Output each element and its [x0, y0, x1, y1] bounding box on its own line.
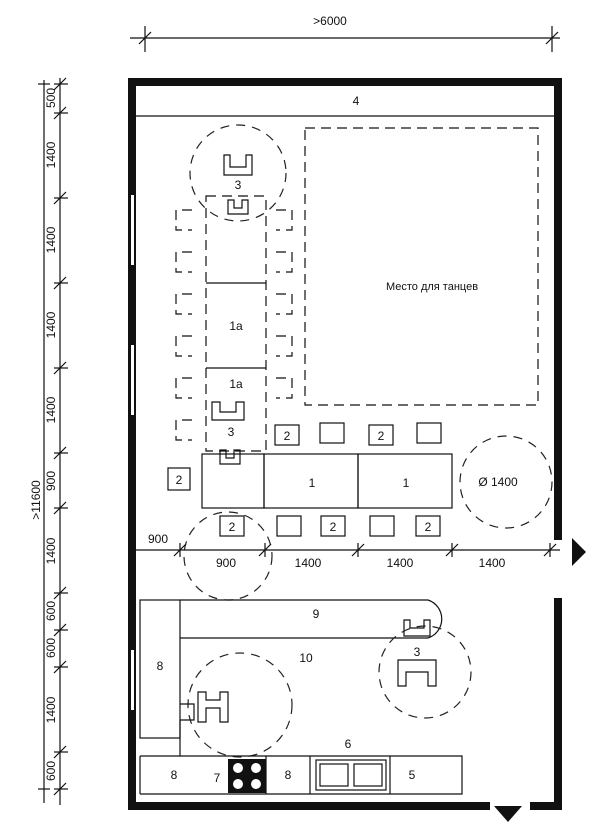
label-chair-top: 3	[235, 178, 242, 192]
circle-label: Ø 1400	[478, 475, 518, 489]
table-1a-upper: 1a	[229, 319, 243, 333]
chair-2-b: 2	[378, 429, 385, 443]
left-total-label: >11600	[29, 480, 43, 520]
left-seg-6: 900	[44, 471, 58, 491]
row-dim-2: 1400	[295, 556, 322, 570]
chairs-right-column	[276, 209, 293, 399]
left-seg-8: 600	[44, 601, 58, 621]
top-dimension: >6000	[130, 14, 560, 52]
chairs-left-column	[175, 209, 192, 441]
label-cabinet-mid: 8	[285, 768, 292, 782]
dance-area-label: Место для танцев	[386, 281, 478, 293]
left-dimension-chain: 500 1400 1400 1400 1400 900 1400 600 600…	[29, 77, 68, 805]
label-cabinet-bottom: 8	[171, 768, 178, 782]
main-tables: 1 1	[201, 453, 453, 509]
entrance-arrow-right	[572, 538, 586, 566]
long-table: 1a 1a	[205, 195, 267, 452]
left-seg-2: 1400	[44, 141, 58, 168]
chair-2-a: 2	[284, 429, 291, 443]
label-sink: 5	[409, 768, 416, 782]
entrance-arrow-bottom	[494, 806, 522, 822]
label-chair-bar: 3	[414, 645, 421, 659]
left-seg-11: 600	[44, 761, 58, 781]
label-counter: 6	[345, 737, 352, 751]
chairs-above-row: 2 2	[274, 422, 442, 446]
walls	[128, 78, 562, 810]
chairs-below-row: 2 2 2	[219, 515, 441, 537]
top-width-label: >6000	[313, 14, 347, 28]
label-bar: 9	[313, 607, 320, 621]
chair-2-side-label: 2	[176, 473, 183, 487]
table-1-b: 1	[403, 476, 410, 490]
label-stove-area: 7	[214, 771, 221, 785]
left-seg-1: 500	[44, 88, 58, 108]
row-dim-first: 900	[148, 532, 168, 546]
label-chair-mid: 3	[228, 425, 235, 439]
label-cabinet-left: 8	[157, 659, 164, 673]
label-zone-10: 10	[299, 651, 313, 665]
service-circle-left	[187, 652, 293, 758]
left-seg-3: 1400	[44, 226, 58, 253]
row-dimension: 900 900 1400 1400 1400	[136, 532, 560, 570]
service-circle-right	[378, 625, 472, 719]
row-dim-3: 1400	[387, 556, 414, 570]
row-dim-1: 900	[216, 556, 236, 570]
chair-3-top: 3	[189, 124, 287, 222]
left-seg-10: 1400	[44, 696, 58, 723]
round-table: Ø 1400	[459, 435, 553, 529]
row-dim-4: 1400	[479, 556, 506, 570]
chair-2-e: 2	[425, 520, 432, 534]
chair-2-c: 2	[229, 520, 236, 534]
dance-area	[304, 127, 539, 406]
chair-2-d: 2	[330, 520, 337, 534]
chair-3-middle: 3	[211, 401, 245, 465]
left-seg-9: 600	[44, 638, 58, 658]
chair-2-side	[167, 467, 191, 491]
left-seg-7: 1400	[44, 537, 58, 564]
left-seg-5: 1400	[44, 396, 58, 423]
table-1-a: 1	[309, 476, 316, 490]
table-1a-lower: 1a	[229, 377, 243, 391]
service-zone: 8 9 10 3 6 8 7 8 5	[139, 599, 472, 795]
left-seg-4: 1400	[44, 311, 58, 338]
label-stage: 4	[353, 94, 360, 108]
